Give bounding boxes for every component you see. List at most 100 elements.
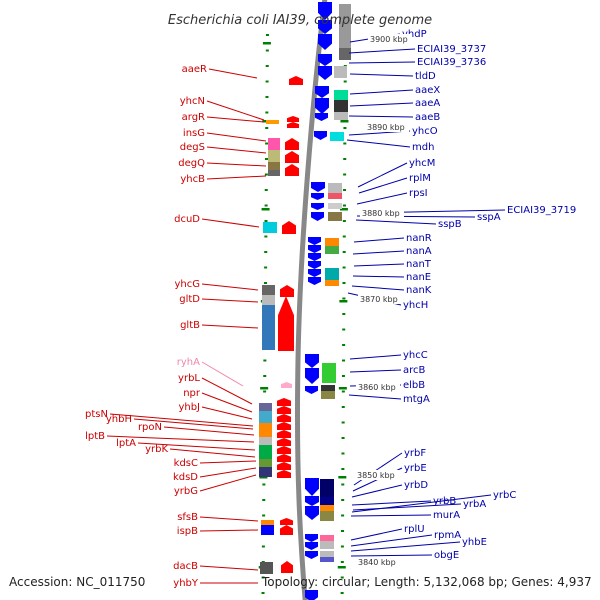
scale-tick <box>341 499 345 501</box>
feature-block <box>260 562 273 574</box>
gene-label-nanr[interactable]: nanR <box>406 233 432 244</box>
reverse-gene-arrow <box>305 590 318 600</box>
reverse-gene-arrow <box>318 66 332 80</box>
scale-tick <box>265 49 269 52</box>
gene-label-sspb[interactable]: sspB <box>438 219 462 230</box>
label-leader-line <box>106 435 255 443</box>
gene-label-nank[interactable]: nanK <box>406 285 432 296</box>
gene-label-ryha[interactable]: ryhA <box>177 357 200 368</box>
scale-tick <box>341 483 345 486</box>
label-leader-line <box>348 394 402 400</box>
feature-block <box>328 193 342 199</box>
label-leader-line <box>352 250 405 255</box>
gene-label-gltb[interactable]: gltB <box>180 320 200 331</box>
gene-label-yhdp[interactable]: yhdP <box>402 29 427 40</box>
feature-block <box>334 90 348 100</box>
gene-label-degs[interactable]: degS <box>180 142 205 153</box>
gene-label-ptsn[interactable]: ptsN <box>85 409 108 420</box>
feature-block <box>259 423 272 437</box>
label-leader-line <box>352 275 405 278</box>
gene-label-mura[interactable]: murA <box>433 510 460 521</box>
reverse-gene-arrow <box>318 54 332 66</box>
label-leader-line <box>351 500 432 506</box>
gene-label-eciai39-3737[interactable]: ECIAI39_3737 <box>417 44 486 55</box>
gene-label-sspa[interactable]: sspA <box>477 212 501 223</box>
gene-label-yhcb[interactable]: yhcB <box>180 174 205 185</box>
label-leader-line <box>348 115 414 118</box>
gene-label-yrbd[interactable]: yrbD <box>404 480 428 491</box>
gene-label-yhby[interactable]: yhbY <box>173 578 199 589</box>
reverse-gene-arrow <box>311 182 325 192</box>
feature-block <box>339 4 351 50</box>
gene-label-kdsd[interactable]: kdsD <box>173 472 198 483</box>
label-leader-line <box>350 514 432 517</box>
gene-label-gltd[interactable]: gltD <box>179 294 200 305</box>
gene-label-yhbj[interactable]: yhbJ <box>178 402 200 413</box>
gene-label-yrbf[interactable]: yrbF <box>404 448 426 459</box>
gene-label-aaeb[interactable]: aaeB <box>415 112 440 123</box>
reverse-gene-arrow <box>305 496 319 506</box>
gene-label-rplu[interactable]: rplU <box>404 524 425 535</box>
reverse-gene-arrow <box>308 261 321 269</box>
gene-label-yrbg[interactable]: yrbG <box>174 486 198 497</box>
gene-label-eciai39-3719[interactable]: ECIAI39_3719 <box>507 205 576 216</box>
scale-tick <box>342 204 346 207</box>
gene-label-yhcn[interactable]: yhcN <box>180 96 205 107</box>
gene-label-aaer[interactable]: aaeR <box>182 64 207 75</box>
forward-gene-arrow <box>280 285 294 297</box>
gene-label-yrbb[interactable]: yrbB <box>433 496 456 507</box>
accession-text: Accession: NC_011750 <box>9 575 145 589</box>
gene-label-elbb[interactable]: elbB <box>403 380 425 391</box>
label-leader-line <box>350 554 433 557</box>
label-leader-line <box>346 139 411 148</box>
gene-label-yhcg[interactable]: yhcG <box>174 279 200 290</box>
gene-label-rpsi[interactable]: rpsI <box>409 188 428 199</box>
scale-tick <box>341 437 345 439</box>
gene-label-rpma[interactable]: rpmA <box>434 530 461 541</box>
gene-label-yrbk[interactable]: yrbK <box>145 444 168 455</box>
reverse-gene-arrow <box>308 253 321 261</box>
forward-gene-arrow <box>277 462 291 470</box>
gene-label-yrba[interactable]: yrbA <box>463 499 486 510</box>
gene-label-yhbe[interactable]: yhbE <box>462 537 487 548</box>
scale-tick <box>341 375 345 377</box>
gene-label-obge[interactable]: obgE <box>434 550 459 561</box>
gene-label-sfsb[interactable]: sfsB <box>177 512 198 523</box>
gene-label-nane[interactable]: nanE <box>406 272 431 283</box>
scale-tick <box>263 390 267 393</box>
gene-label-insg[interactable]: insG <box>183 128 205 139</box>
gene-label-dacb[interactable]: dacB <box>173 561 198 572</box>
gene-label-argr[interactable]: argR <box>182 112 205 123</box>
gene-label-yhco[interactable]: yhcO <box>412 126 438 137</box>
gene-label-kdsc[interactable]: kdsC <box>174 458 198 469</box>
label-leader-line <box>206 175 267 180</box>
gene-label-ispb[interactable]: ispB <box>177 526 198 537</box>
reverse-gene-arrow <box>308 237 321 245</box>
gene-label-mdh[interactable]: mdh <box>412 142 434 153</box>
gene-label-mtga[interactable]: mtgA <box>403 394 430 405</box>
gene-label-dcud[interactable]: dcuD <box>174 214 200 225</box>
gene-label-lptb[interactable]: lptB <box>85 431 105 442</box>
gene-label-rpon[interactable]: rpoN <box>138 422 162 433</box>
gene-label-rplm[interactable]: rplM <box>409 173 431 184</box>
gene-label-eciai39-3736[interactable]: ECIAI39_3736 <box>417 57 486 68</box>
gene-label-lpta[interactable]: lptA <box>116 438 136 449</box>
gene-label-aaea[interactable]: aaeA <box>415 98 440 109</box>
gene-label-arcb[interactable]: arcB <box>403 365 426 376</box>
gene-label-tldd[interactable]: tldD <box>415 71 436 82</box>
gene-label-yhbh[interactable]: yhbH <box>106 414 132 425</box>
gene-label-yhcm[interactable]: yhcM <box>409 158 435 169</box>
gene-label-yhch[interactable]: yhcH <box>403 300 428 311</box>
gene-label-nant[interactable]: nanT <box>406 259 432 270</box>
gene-label-yrbe[interactable]: yrbE <box>404 463 427 474</box>
gene-label-aaex[interactable]: aaeX <box>415 85 440 96</box>
gene-label-npr[interactable]: npr <box>183 388 201 399</box>
gene-label-nana[interactable]: nanA <box>406 246 432 257</box>
scale-tick <box>342 313 346 315</box>
gene-label-degq[interactable]: degQ <box>178 158 205 169</box>
gene-label-yhcc[interactable]: yhcC <box>403 350 428 361</box>
gene-label-yrbc[interactable]: yrbC <box>493 490 516 501</box>
gene-label-yrbl[interactable]: yrbL <box>178 373 200 384</box>
label-leader-line <box>201 361 244 387</box>
